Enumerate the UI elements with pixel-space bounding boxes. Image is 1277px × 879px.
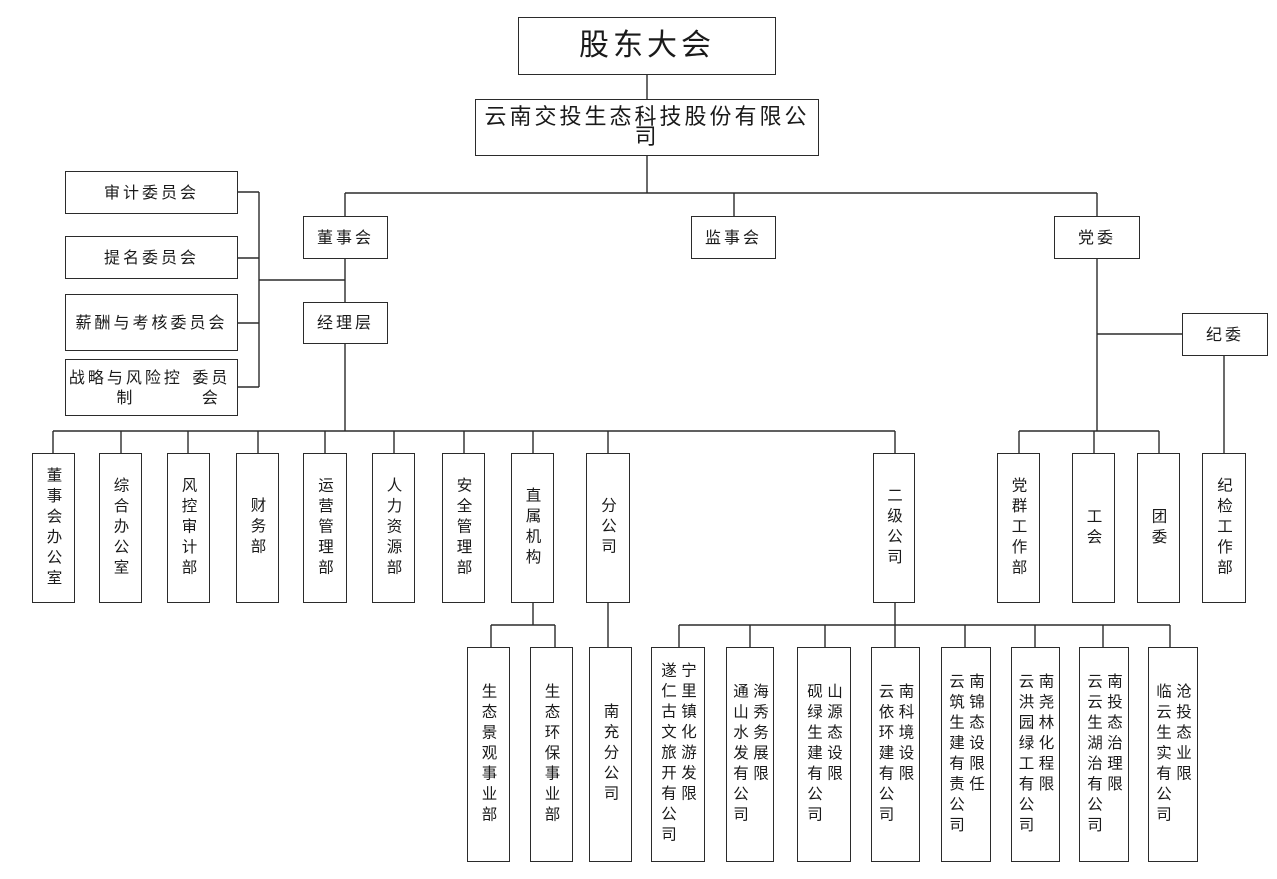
dept-hr-label: 人力资源部 bbox=[384, 476, 403, 580]
party-work-dept-label: 党群工作部 bbox=[1009, 476, 1028, 580]
agency-eco-landscape-box: 生态景观事业部 bbox=[467, 647, 510, 862]
committee-nomination-box: 提名委员会 bbox=[65, 236, 238, 279]
committee-audit-box: 审计委员会 bbox=[65, 171, 238, 214]
youth-league-label: 团委 bbox=[1149, 507, 1168, 549]
subsidiary-5-label: 南尧林化程限 云洪园绿工有公司 bbox=[1016, 672, 1055, 837]
dept-branch-box: 分公司 bbox=[586, 453, 630, 603]
dept-finance-box: 财务部 bbox=[236, 453, 279, 603]
dept-hr-box: 人力资源部 bbox=[372, 453, 415, 603]
dept-subsidiaries-label: 二级公司 bbox=[885, 487, 903, 569]
subsidiary-5-box: 南尧林化程限 云洪园绿工有公司 bbox=[1011, 647, 1060, 862]
dept-board-office-label: 董事会办公室 bbox=[44, 466, 63, 590]
subsidiary-4-label: 南锦态设限任 云筑生建有责公司 bbox=[947, 672, 985, 837]
discipline-committee-box: 纪委 bbox=[1182, 313, 1268, 356]
subsidiary-4-box: 南锦态设限任 云筑生建有责公司 bbox=[941, 647, 991, 862]
committee-compensation-label: 薪酬与考核委员会 bbox=[75, 312, 228, 332]
trade-union-box: 工会 bbox=[1072, 453, 1115, 603]
party-committee-box: 党委 bbox=[1054, 216, 1140, 259]
committee-compensation-box: 薪酬与考核委员会 bbox=[65, 294, 238, 351]
company-label: 云南交投生态科技股份有限公司 bbox=[484, 104, 810, 150]
dept-general-office-label: 综合办公室 bbox=[111, 476, 130, 580]
discipline-committee-label: 纪委 bbox=[1205, 324, 1244, 344]
dept-risk-audit-box: 风控审计部 bbox=[167, 453, 210, 603]
subsidiary-0-box: 宁里镇化游发限 遂仁古文旅开有公司 bbox=[651, 647, 705, 862]
committee-strategy-risk-label-line2: 委员会 bbox=[192, 367, 231, 407]
management-box: 经理层 bbox=[303, 302, 388, 344]
company-box: 云南交投生态科技股份有限公司 bbox=[475, 99, 819, 156]
dept-operations-box: 运营管理部 bbox=[303, 453, 347, 603]
dept-risk-audit-label: 风控审计部 bbox=[179, 476, 198, 580]
committee-audit-label: 审计委员会 bbox=[103, 182, 199, 202]
party-work-dept-box: 党群工作部 bbox=[997, 453, 1040, 603]
management-label: 经理层 bbox=[316, 313, 374, 332]
subsidiary-7-label: 沧投态业限 临云生实有公司 bbox=[1154, 682, 1192, 827]
youth-league-box: 团委 bbox=[1137, 453, 1180, 603]
subsidiary-6-box: 南投态治理限 云云生湖治有公司 bbox=[1079, 647, 1129, 862]
committee-strategy-risk-label-line1: 战略与风险控制 bbox=[68, 367, 183, 407]
discipline-dept-label: 纪检工作部 bbox=[1215, 476, 1233, 580]
shareholders-meeting-box: 股东大会 bbox=[518, 17, 776, 75]
dept-board-office-box: 董事会办公室 bbox=[32, 453, 75, 603]
shareholders-meeting-label: 股东大会 bbox=[579, 28, 715, 63]
subsidiary-3-label: 南科境设限 云依环建有公司 bbox=[876, 682, 915, 827]
dept-direct-agencies-label: 直属机构 bbox=[523, 487, 542, 569]
party-committee-label: 党委 bbox=[1077, 227, 1116, 247]
agency-eco-landscape-label: 生态景观事业部 bbox=[479, 682, 498, 827]
dept-subsidiaries-box: 二级公司 bbox=[873, 453, 915, 603]
subsidiary-3-box: 南科境设限 云依环建有公司 bbox=[871, 647, 920, 862]
agency-eco-env-label: 生态环保事业部 bbox=[542, 682, 561, 827]
dept-finance-label: 财务部 bbox=[248, 497, 267, 559]
dept-safety-box: 安全管理部 bbox=[442, 453, 485, 603]
subsidiary-2-box: 山源态设限 砚绿生建有公司 bbox=[797, 647, 851, 862]
dept-direct-agencies-box: 直属机构 bbox=[511, 453, 554, 603]
committee-strategy-risk-box: 战略与风险控制委员会 bbox=[65, 359, 238, 416]
subsidiary-6-label: 南投态治理限 云云生湖治有公司 bbox=[1085, 672, 1123, 837]
subsidiary-0-label: 宁里镇化游发限 遂仁古文旅开有公司 bbox=[659, 662, 697, 847]
supervisory-board-box: 监事会 bbox=[691, 216, 776, 259]
subsidiary-1-label: 海秀务展限 通山水发有公司 bbox=[731, 682, 769, 827]
agency-eco-env-box: 生态环保事业部 bbox=[530, 647, 573, 862]
discipline-dept-box: 纪检工作部 bbox=[1202, 453, 1246, 603]
dept-operations-label: 运营管理部 bbox=[316, 476, 334, 580]
dept-branch-label: 分公司 bbox=[599, 497, 617, 559]
trade-union-label: 工会 bbox=[1084, 507, 1103, 549]
subsidiary-2-label: 山源态设限 砚绿生建有公司 bbox=[805, 682, 843, 827]
supervisory-board-label: 监事会 bbox=[704, 227, 762, 247]
subsidiary-7-box: 沧投态业限 临云生实有公司 bbox=[1148, 647, 1198, 862]
branch-nanchong-label: 南充分公司 bbox=[601, 703, 620, 806]
dept-safety-label: 安全管理部 bbox=[454, 476, 473, 580]
committee-nomination-label: 提名委员会 bbox=[103, 247, 199, 267]
subsidiary-1-box: 海秀务展限 通山水发有公司 bbox=[726, 647, 774, 862]
board-of-directors-label: 董事会 bbox=[316, 227, 374, 247]
dept-general-office-box: 综合办公室 bbox=[99, 453, 142, 603]
board-of-directors-box: 董事会 bbox=[303, 216, 388, 259]
branch-nanchong-box: 南充分公司 bbox=[589, 647, 632, 862]
